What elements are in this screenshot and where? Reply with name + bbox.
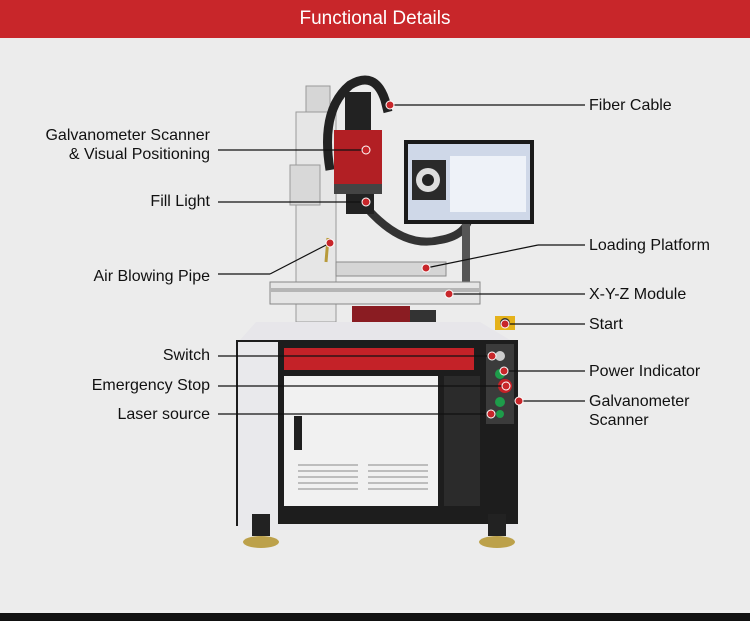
label-line: & Visual Positioning — [68, 146, 210, 163]
label-air-blowing-pipe: Air Blowing Pipe — [93, 268, 211, 285]
label-emergency-stop: Emergency Stop — [91, 377, 210, 394]
label-xyz-module: X-Y-Z Module — [589, 286, 687, 303]
page-title: Functional Details — [299, 8, 451, 29]
label-galvo-scanner: Galvanometer Scanner — [589, 392, 690, 430]
label-power-indicator: Power Indicator — [589, 363, 701, 380]
bottom-bar — [0, 613, 750, 621]
label-line: Galvanometer — [589, 393, 690, 410]
label-galvo-visual: Galvanometer Scanner & Visual Positionin… — [45, 126, 210, 164]
label-start: Start — [589, 316, 623, 333]
label-loading-platform: Loading Platform — [589, 237, 710, 254]
label-switch: Switch — [162, 347, 210, 364]
label-line: Galvanometer Scanner — [45, 127, 210, 144]
label-fill-light: Fill Light — [150, 193, 210, 210]
label-fiber-cable: Fiber Cable — [589, 97, 672, 114]
header-bar: Functional Details — [0, 0, 750, 38]
label-line: Scanner — [589, 412, 649, 429]
label-laser-source: Laser source — [117, 406, 211, 423]
